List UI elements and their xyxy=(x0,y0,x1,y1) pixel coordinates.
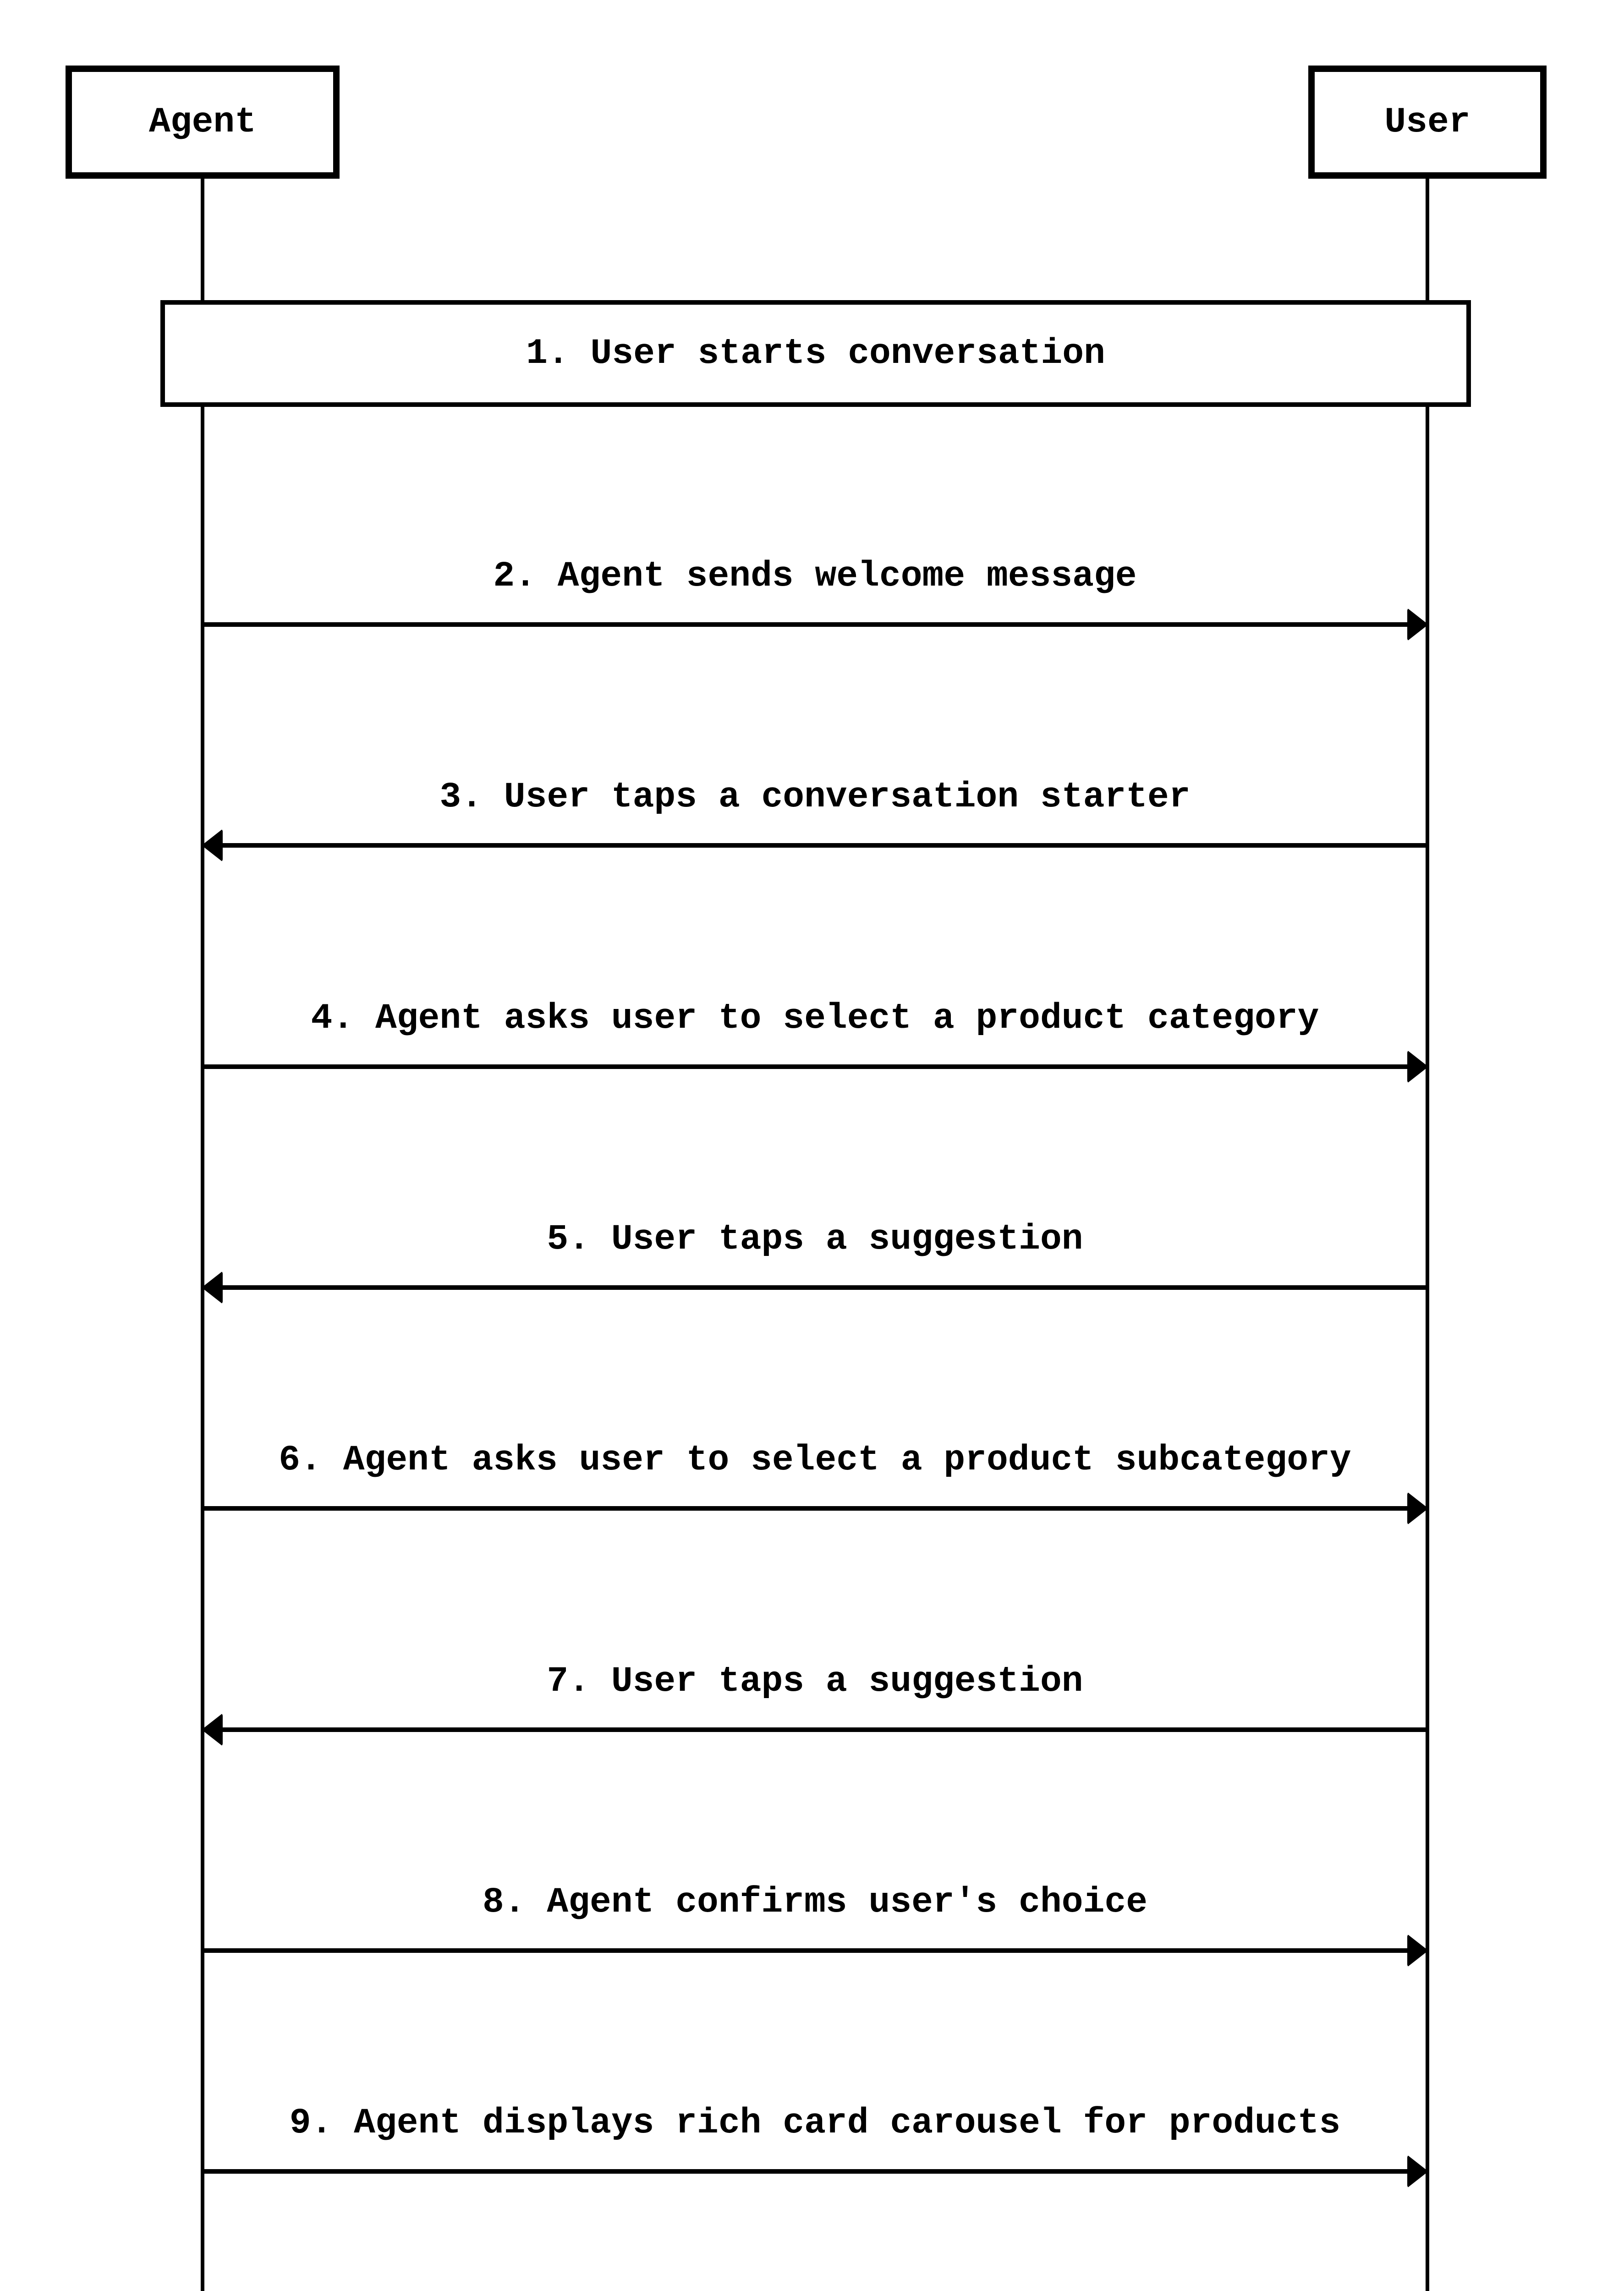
note-banner-label: 1. User starts conversation xyxy=(526,333,1105,374)
user-lifeline xyxy=(1426,179,1429,2291)
actor-label-agent-top: Agent xyxy=(148,102,257,143)
actor-box-user-top: User xyxy=(1308,66,1547,179)
message-label: 2. Agent sends welcome message xyxy=(493,556,1137,597)
message-label: 7. User taps a suggestion xyxy=(547,1661,1083,1702)
message-label: 9. Agent displays rich card carousel for… xyxy=(289,2103,1341,2143)
message-arrow-shaft xyxy=(221,1285,1427,1290)
message-arrow-shaft xyxy=(203,1064,1409,1069)
arrowhead-icon xyxy=(1407,1050,1428,1083)
message-label: 5. User taps a suggestion xyxy=(547,1219,1083,1260)
message-arrow-shaft xyxy=(203,622,1409,627)
actor-box-agent-top: Agent xyxy=(66,66,340,179)
arrowhead-icon xyxy=(1407,1934,1428,1967)
message-arrow-shaft xyxy=(203,2169,1409,2174)
message-arrow-shaft xyxy=(203,1948,1409,1953)
message-label: 4. Agent asks user to select a product c… xyxy=(311,998,1319,1039)
message-label: 3. User taps a conversation starter xyxy=(439,777,1191,817)
arrowhead-icon xyxy=(202,829,223,862)
message-label: 8. Agent confirms user's choice xyxy=(482,1882,1148,1923)
message-label: 6. Agent asks user to select a product s… xyxy=(279,1440,1351,1480)
arrowhead-icon xyxy=(202,1271,223,1304)
message-arrow-shaft xyxy=(221,843,1427,848)
actor-label-user-top: User xyxy=(1384,102,1470,143)
arrowhead-icon xyxy=(1407,2155,1428,2188)
message-arrow-shaft xyxy=(203,1506,1409,1511)
agent-lifeline xyxy=(201,179,204,2291)
note-banner: 1. User starts conversation xyxy=(160,300,1471,407)
arrowhead-icon xyxy=(202,1713,223,1746)
message-arrow-shaft xyxy=(221,1727,1427,1732)
arrowhead-icon xyxy=(1407,608,1428,641)
arrowhead-icon xyxy=(1407,1492,1428,1525)
